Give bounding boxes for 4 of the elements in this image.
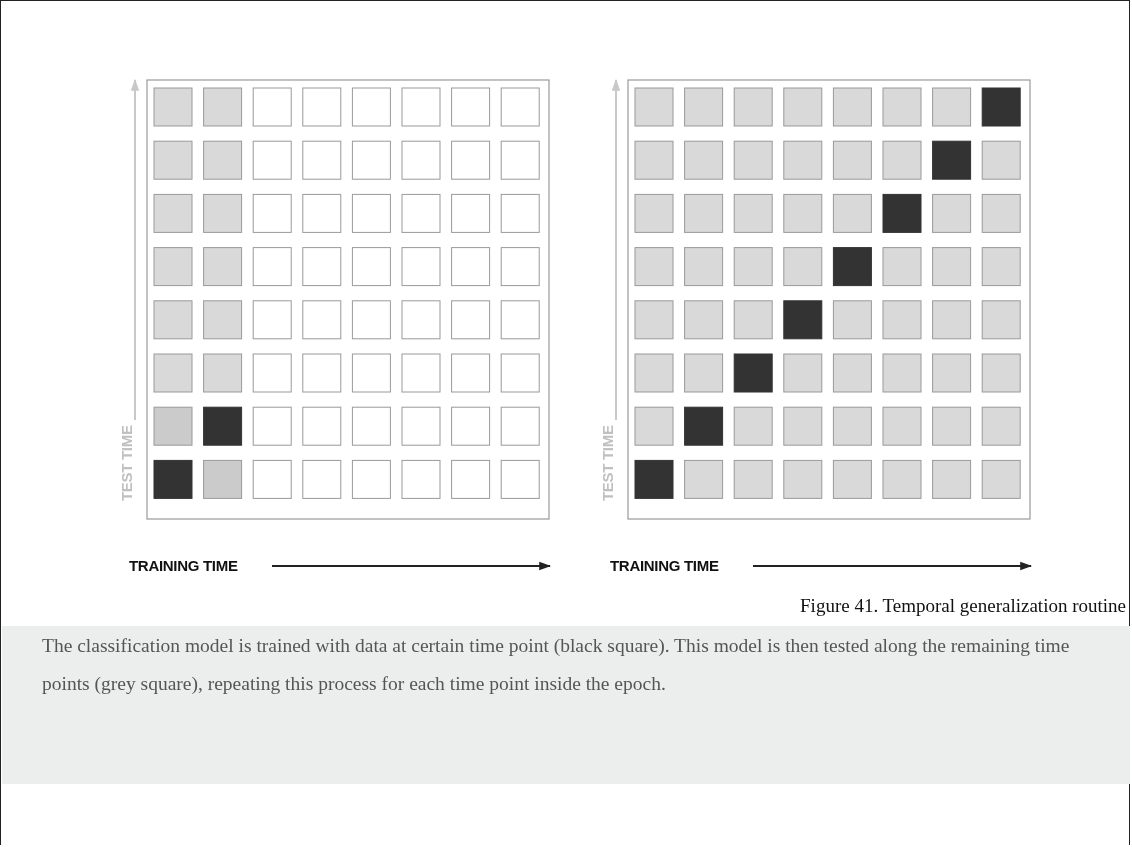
description-paragraph: The classification model is trained with data at certain time point (black square). This model is then tested along the remaining time points (grey square), repeating this process for each time point inside the epoch. (42, 634, 1071, 696)
figure-caption: Figure 41. Temporal generalization routine (800, 595, 1126, 617)
axis-label: TRAINING TIME (129, 558, 238, 574)
axis-label: TRAINING TIME (610, 558, 719, 574)
